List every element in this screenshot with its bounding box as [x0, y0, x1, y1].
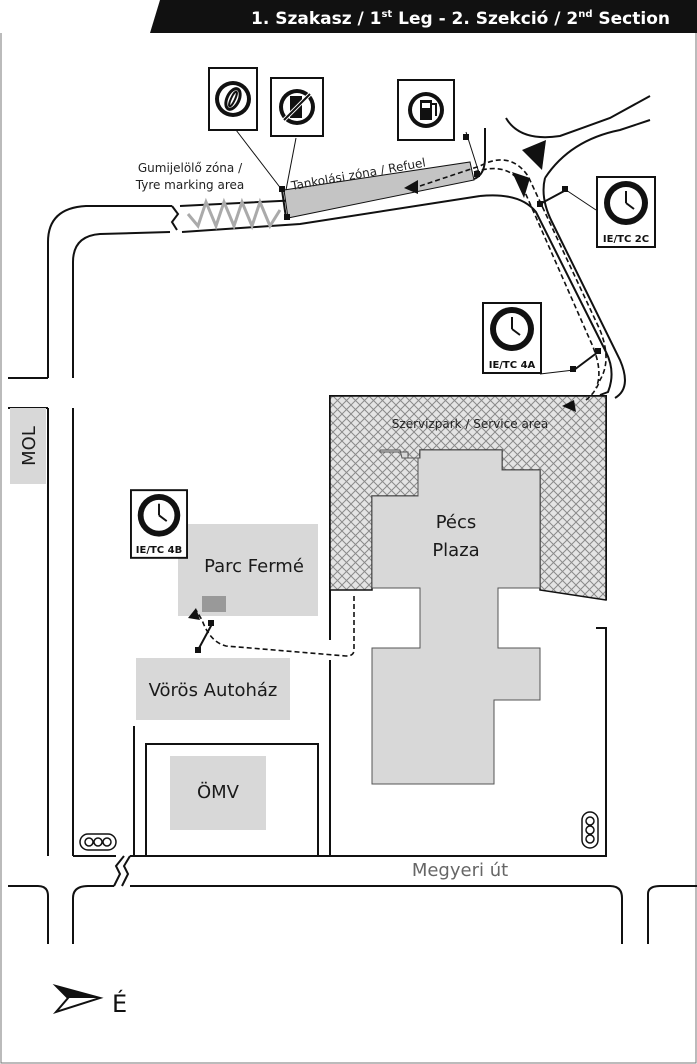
- service-area-label: Szervizpark / Service area: [392, 417, 548, 431]
- tc4b-label: IE/TC 4B: [136, 545, 182, 556]
- pecs-plaza-building: [371, 449, 541, 785]
- north-arrow-icon: [52, 984, 104, 1015]
- control-lines: [195, 129, 601, 653]
- tyre-zone-label-2: Tyre marking area: [135, 178, 245, 192]
- parc-ferme-marker: [202, 596, 226, 612]
- route-arrow-parc: [188, 608, 200, 620]
- street-megyeri: Megyeri út: [412, 860, 508, 881]
- voros-building: [136, 658, 290, 720]
- refuel-zone: [283, 161, 475, 219]
- tc4a-label: IE/TC 4A: [489, 360, 536, 371]
- north-label: É: [112, 989, 127, 1018]
- voros-label: Vörös Autoház: [149, 680, 278, 701]
- omv-building: [170, 756, 266, 830]
- parc-ferme-label: Parc Fermé: [204, 556, 304, 577]
- traffic-island: [522, 140, 546, 170]
- no-tyre-change-icon: [270, 77, 324, 137]
- tc2c-label: IE/TC 2C: [603, 234, 649, 245]
- header-bar: 1. Szakasz / 1st Leg - 2. Szekció / 2nd …: [0, 0, 697, 33]
- tyre-marking-zone: [186, 197, 282, 231]
- parc-ferme-building: [178, 524, 318, 616]
- pecs-plaza-label-2: Plaza: [432, 540, 479, 561]
- mol-label: MOL: [19, 426, 40, 466]
- mol-building: [10, 408, 46, 484]
- pecs-plaza-label-1: Pécs: [436, 512, 477, 533]
- omv-label: ÖMV: [197, 781, 240, 803]
- traffic-island: [512, 172, 530, 198]
- traffic-light-icon: [79, 833, 117, 851]
- tyre-zone-label-1: Gumijelölő zóna /: [138, 161, 243, 175]
- time-control-4b: IE/TC 4B: [130, 489, 188, 559]
- fuel-pump-icon: [397, 79, 455, 141]
- route-arrow-refuel: [404, 180, 418, 194]
- route-arrow-service: [562, 400, 576, 412]
- time-control-4a: IE/TC 4A: [482, 302, 542, 374]
- traffic-light-icon: [581, 811, 599, 849]
- time-control-2c: IE/TC 2C: [596, 176, 656, 248]
- tyre-icon: [208, 67, 258, 131]
- header-title: 1. Szakasz / 1st Leg - 2. Szekció / 2nd …: [251, 9, 670, 29]
